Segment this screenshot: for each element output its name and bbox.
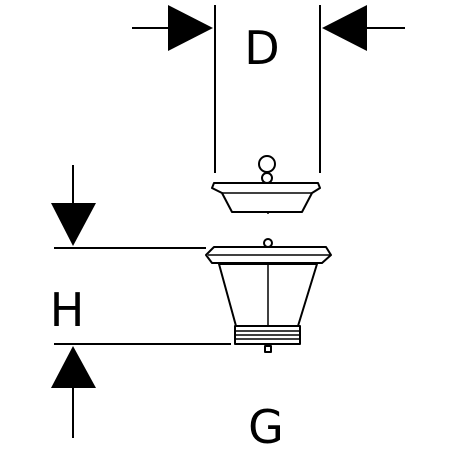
plug-cap — [211, 182, 321, 213]
strainer-plug — [211, 155, 321, 214]
dimension-d: D — [132, 5, 405, 173]
drain-body — [205, 238, 332, 353]
label-d: D — [244, 21, 279, 75]
plug-knob — [261, 172, 273, 184]
drain-tail-end — [264, 345, 272, 353]
thread-grooves — [235, 330, 300, 340]
plug-ring — [258, 155, 276, 173]
arrow-down-icon — [51, 203, 96, 246]
label-g: G — [248, 400, 284, 450]
label-h: H — [50, 283, 85, 337]
dimension-h: H — [50, 165, 231, 438]
arrow-left-icon — [322, 5, 367, 51]
arrow-up-icon — [51, 346, 96, 388]
drain-grid-knob — [263, 238, 273, 248]
arrow-right-icon — [168, 5, 213, 51]
